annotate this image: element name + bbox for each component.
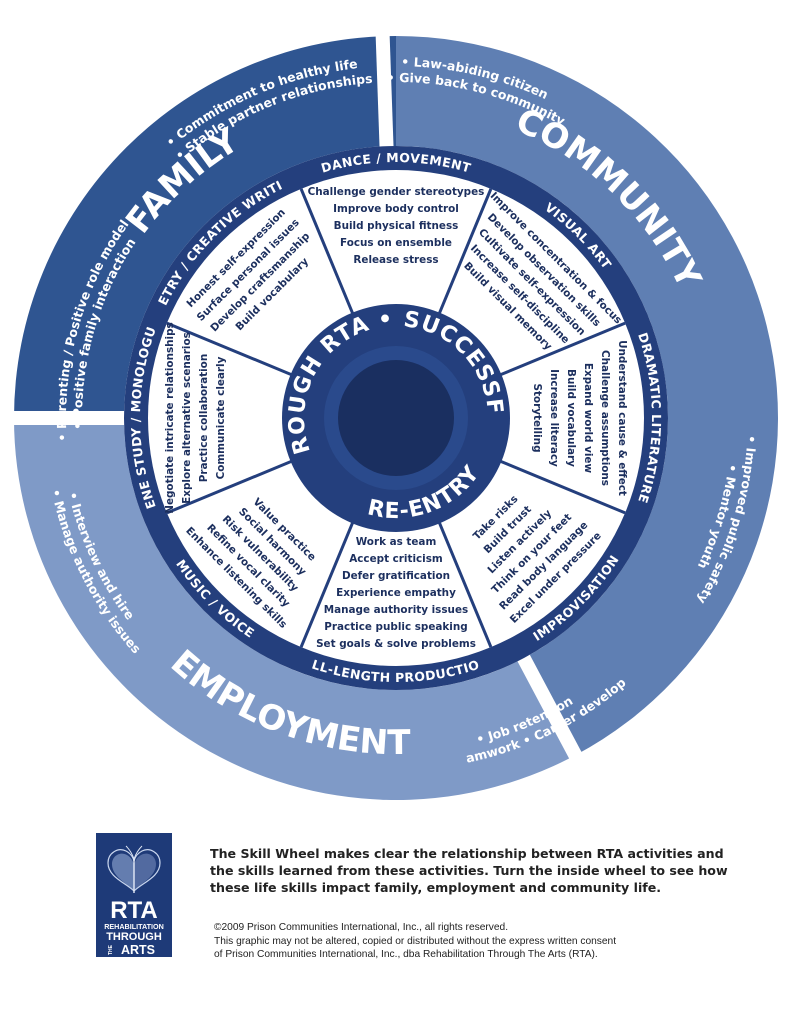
logo-the: THE (108, 944, 114, 955)
skill-item: Challenge gender stereotypes (308, 186, 485, 198)
center-core (338, 360, 454, 476)
logo-line-3: ARTS (121, 943, 155, 957)
skill-item: Focus on ensemble (340, 237, 452, 249)
wedge-divider (166, 321, 294, 377)
wedge-divider (437, 520, 493, 648)
skill-item: Communicate clearly (215, 356, 227, 479)
skill-item: Expand world view (582, 363, 594, 474)
legal-notice: ©2009 Prison Communities International, … (214, 921, 754, 962)
skill-item: Experience empathy (336, 587, 456, 599)
skill-item: Build vocabulary (565, 369, 577, 467)
wedge-divider (299, 520, 355, 648)
legal-line-3: of Prison Communities International, Inc… (214, 949, 598, 960)
skill-item: Explore alternative scenarios (181, 332, 193, 504)
wedge-divider (166, 459, 294, 515)
skill-item: Practice public speaking (324, 621, 467, 633)
skill-item: Defer gratification (342, 570, 450, 582)
skill-item: Work as team (356, 536, 437, 548)
skill-item: Improve body control (333, 203, 459, 215)
legal-line-1: ©2009 Prison Communities International, … (214, 922, 509, 933)
gap-family-community (374, 16, 394, 151)
skill-item: Understand cause & effect (616, 340, 628, 496)
wedge-divider (498, 459, 626, 515)
skill-item: Accept criticism (349, 553, 443, 565)
gap-community-employment (515, 651, 591, 777)
legal-line-2: This graphic may not be altered, copied … (214, 935, 617, 947)
domain-segment-community (396, 36, 779, 756)
domain-segment-employment (14, 418, 576, 801)
skill-item: Challenge assumptions (599, 350, 611, 486)
skill-group-3: Understand cause & effect Challenge assum… (531, 340, 628, 496)
domain-segment-family (14, 36, 396, 418)
skill-item: Practice collaboration (198, 354, 210, 482)
wedge-divider (299, 188, 355, 316)
logo-line-1: REHABILITATION (104, 922, 164, 931)
wedge-divider (498, 321, 626, 377)
caption-text: The Skill Wheel makes clear the relation… (210, 846, 728, 895)
logo-abbr: RTA (110, 897, 158, 924)
wedge-divider (437, 188, 493, 316)
skill-item: Build physical fitness (334, 220, 459, 232)
skill-item: Release stress (353, 254, 438, 266)
skill-group-7: Negotiate intricate relationships Explore… (164, 322, 227, 513)
rta-logo: RTA REHABILITATION THROUGH THE ARTS (96, 833, 172, 957)
skill-item: Increase literacy (548, 369, 560, 467)
skill-item: Storytelling (531, 383, 543, 452)
logo-line-2: THROUGH (106, 931, 162, 943)
butterfly-heart-icon (107, 845, 161, 893)
skill-item: Manage authority issues (324, 604, 468, 616)
skill-item: Negotiate intricate relationships (164, 322, 176, 513)
skill-item: Set goals & solve problems (316, 638, 476, 650)
skill-group-5: Set goals & solve problems Practice publi… (316, 536, 476, 650)
